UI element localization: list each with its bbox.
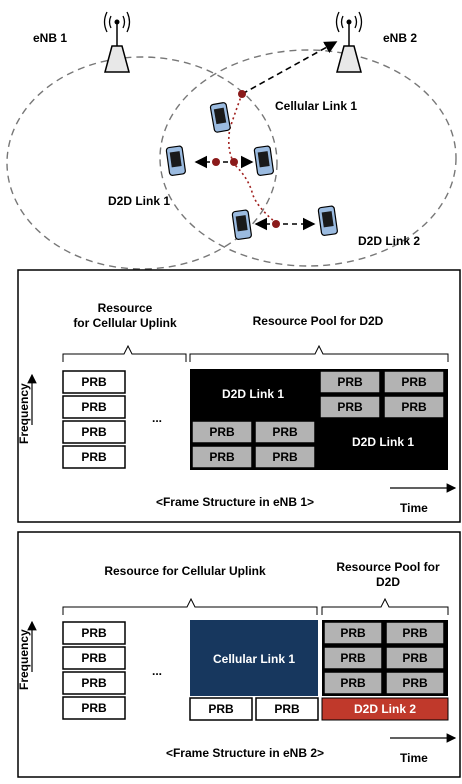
link-dot: [272, 220, 280, 228]
prb-cell: PRB: [383, 370, 445, 394]
frame1-cellular-title: for Cellular Uplink: [73, 316, 177, 330]
svg-text:PRB: PRB: [209, 425, 235, 439]
enb1-label: eNB 1: [33, 31, 67, 45]
prb-cell: PRB: [385, 671, 445, 695]
phone-icon: [253, 145, 274, 176]
phone-icon: [317, 205, 338, 236]
frame2-pool-title: D2D: [376, 575, 400, 589]
frame2-cellular-title: Resource for Cellular Uplink: [104, 564, 266, 578]
svg-text:PRB: PRB: [81, 651, 107, 665]
cellular-link-block-label: Cellular Link 1: [213, 652, 295, 666]
frame-structure-enb2: Resource for Cellular Uplink Resource Po…: [17, 531, 461, 778]
d2d-link2-block: [321, 697, 449, 721]
prb-cell: PRB: [62, 696, 126, 720]
link-dot: [212, 158, 220, 166]
enb2-tower-icon: [335, 11, 363, 73]
svg-text:PRB: PRB: [81, 375, 107, 389]
svg-text:PRB: PRB: [337, 400, 363, 414]
svg-text:PRB: PRB: [401, 375, 427, 389]
prb-cell: PRB: [62, 370, 126, 394]
svg-text:PRB: PRB: [340, 626, 366, 640]
svg-text:PRB: PRB: [337, 375, 363, 389]
prb-cell: PRB: [385, 621, 445, 645]
svg-text:PRB: PRB: [272, 450, 298, 464]
svg-text:PRB: PRB: [402, 676, 428, 690]
prb-cell: PRB: [191, 420, 253, 444]
svg-text:PRB: PRB: [340, 651, 366, 665]
ellipsis: ...: [152, 411, 162, 425]
frequency-axis-label: Frequency: [17, 383, 31, 444]
frequency-axis-label: Frequency: [17, 629, 31, 690]
d2d-block-label: D2D Link 1: [352, 435, 414, 449]
frame2-pool-title: Resource Pool for: [336, 560, 440, 574]
frame1-caption: <Frame Structure in eNB 1>: [156, 495, 314, 509]
svg-text:PRB: PRB: [402, 651, 428, 665]
phone-icon: [231, 209, 252, 240]
svg-text:PRB: PRB: [81, 701, 107, 715]
prb-cell: PRB: [191, 445, 253, 469]
prb-cell: PRB: [62, 621, 126, 645]
svg-text:PRB: PRB: [81, 425, 107, 439]
prb-cell: PRB: [385, 646, 445, 670]
enb1-coverage: [6, 56, 278, 270]
network-diagram: eNB 1 eNB 2 Cellular Link 1 D2D Link 1 D…: [6, 11, 457, 270]
prb-cell: PRB: [62, 445, 126, 469]
frame1-cellular-title: Resource: [98, 301, 153, 315]
prb-cell: PRB: [255, 697, 319, 721]
svg-text:PRB: PRB: [81, 450, 107, 464]
svg-text:PRB: PRB: [81, 626, 107, 640]
svg-text:PRB: PRB: [208, 702, 234, 716]
frame1-pool-title: Resource Pool for D2D: [253, 314, 384, 328]
prb-cell: PRB: [323, 671, 383, 695]
prb-cell: PRB: [62, 671, 126, 695]
brace: [189, 344, 449, 362]
svg-text:PRB: PRB: [402, 626, 428, 640]
phone-icon: [165, 145, 186, 176]
time-axis-label: Time: [400, 751, 428, 765]
prb-cell: PRB: [62, 646, 126, 670]
svg-text:PRB: PRB: [272, 425, 298, 439]
prb-cell: PRB: [319, 370, 381, 394]
svg-text:PRB: PRB: [401, 400, 427, 414]
d2d-block-label: D2D Link 1: [222, 387, 284, 401]
link-dot: [230, 158, 238, 166]
frame-structure-enb1: Resource for Cellular Uplink Resource Po…: [17, 269, 461, 523]
svg-text:PRB: PRB: [81, 400, 107, 414]
brace: [62, 344, 187, 362]
d2d-link2-block-label: D2D Link 2: [354, 702, 416, 716]
phone-icon: [209, 102, 231, 133]
frame2-caption: <Frame Structure in eNB 2>: [166, 746, 324, 760]
enb2-coverage: [159, 49, 457, 267]
prb-cell: PRB: [323, 621, 383, 645]
prb-cell: PRB: [254, 420, 316, 444]
prb-cell: PRB: [323, 646, 383, 670]
prb-cell: PRB: [62, 420, 126, 444]
prb-cell: PRB: [383, 395, 445, 419]
enb2-label: eNB 2: [383, 31, 417, 45]
time-axis-label: Time: [400, 501, 428, 515]
brace: [62, 597, 318, 615]
cellular-link-label: Cellular Link 1: [275, 99, 357, 113]
cellular-link-arrow: [241, 41, 338, 95]
svg-text:PRB: PRB: [274, 702, 300, 716]
svg-text:PRB: PRB: [81, 676, 107, 690]
ellipsis: ...: [152, 664, 162, 678]
svg-text:PRB: PRB: [340, 676, 366, 690]
enb1-tower-icon: [103, 11, 131, 73]
cellular-link-block: [190, 620, 318, 696]
prb-cell: PRB: [62, 395, 126, 419]
prb-cell: PRB: [189, 697, 253, 721]
prb-cell: PRB: [254, 445, 316, 469]
d2d-link2-label: D2D Link 2: [358, 234, 420, 248]
brace: [321, 597, 449, 615]
svg-text:PRB: PRB: [209, 450, 235, 464]
prb-cell: PRB: [319, 395, 381, 419]
link-dot: [238, 90, 246, 98]
d2d-link1-label: D2D Link 1: [108, 194, 170, 208]
mobility-path: [228, 93, 276, 223]
